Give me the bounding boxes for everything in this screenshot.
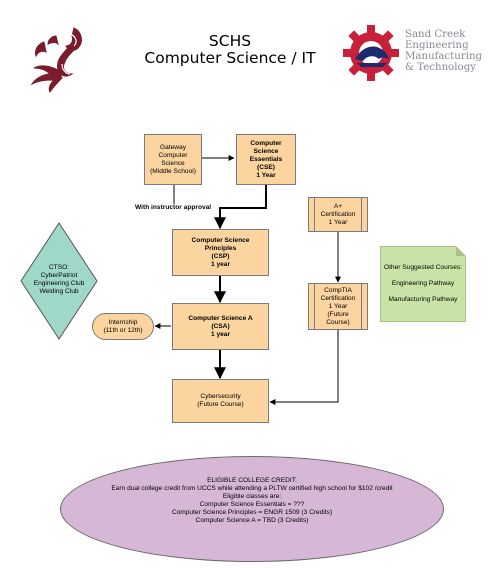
aplus-line: 1 Year [328, 218, 348, 226]
brand-line1: Sand Creek [405, 29, 466, 40]
csa-line: Computer Science A [188, 314, 253, 322]
aplus-certification-box: A+ Certification 1 Year [308, 197, 368, 232]
cse-line: (CSE) [257, 163, 275, 171]
note-fold-icon [456, 246, 466, 256]
note-item: Manufacturing Pathway [388, 296, 458, 303]
csa-line: (CSA) [211, 322, 230, 330]
page-title-line2: Computer Science / IT [144, 49, 316, 67]
note-title: Other Suggested Courses: [383, 264, 463, 271]
suggested-courses-note: Other Suggested Courses: Engineering Pat… [380, 246, 466, 322]
comptia-certification-box: CompTIA Certification 1 Year (Future Cou… [308, 283, 368, 330]
gateway-line: Computer Science [158, 151, 188, 167]
note-item: Engineering Pathway [391, 280, 455, 287]
ctso-line: Engineering Club [33, 280, 85, 287]
comptia-line: CompTIA [324, 286, 352, 294]
internship-box: Internship (11th or 12th) [92, 313, 154, 340]
csa-line: 1 year [210, 330, 231, 338]
csa-course-box: Computer Science A (CSA) 1 year [172, 303, 269, 350]
brand-line3: Manufacturing [405, 51, 483, 62]
college-credit-ellipse: ELIGIBLE COLLEGE CREDIT: Earn dual colle… [60, 456, 444, 562]
credit-heading: ELIGIBLE COLLEGE CREDIT: [207, 477, 297, 484]
credit-line: Eligible classes are: [222, 493, 282, 501]
credit-line: Computer Science A = TBD (3 Credits) [195, 517, 309, 525]
comptia-line: 1 Year [328, 302, 348, 310]
brand-line4: & Technology [405, 62, 476, 73]
comptia-line: (Future [327, 310, 349, 318]
cse-course-box: Computer Science Essentials (CSE) 1 Year [236, 134, 296, 185]
csp-course-box: Computer Science Principles (CSP) 1 year [172, 229, 269, 276]
credit-line: Earn dual college credit from UCCS while… [111, 485, 393, 493]
gateway-line: (Middle School) [150, 167, 196, 175]
aplus-line: Certification [320, 210, 356, 218]
cybersecurity-course-box: Cybersecurity (Future Course) [172, 379, 269, 423]
csp-line: (CSP) [211, 252, 230, 260]
brand-line2: Engineering [405, 40, 469, 51]
csp-line: Computer Science Principles [191, 236, 250, 252]
ctso-line: CTSO: [48, 264, 70, 271]
cse-line: Essentials [249, 155, 283, 163]
cse-line: 1 Year [256, 171, 276, 179]
ctso-line: Welding Club [39, 288, 79, 295]
ctso-text: CTSO: CyberPatriot Engineering Club Weld… [24, 264, 94, 296]
gear-logo-icon [342, 24, 400, 82]
page-title-line1: SCHS [208, 32, 252, 50]
comptia-line: Course) [326, 318, 350, 326]
csp-line: 1 year [210, 260, 231, 268]
ctso-line: CyberPatriot [40, 272, 78, 279]
cyber-line: (Future Course) [197, 401, 244, 408]
cyber-line: Cybersecurity [200, 393, 241, 400]
ctso-diamond [20, 222, 98, 340]
cse-line: Science [253, 147, 279, 155]
scorpion-logo-icon [20, 22, 92, 94]
gateway-line: Gateway [159, 143, 187, 151]
internship-line: Internship [108, 318, 138, 326]
cse-line: Computer [250, 139, 282, 147]
instructor-approval-label: With instructor approval [134, 204, 213, 212]
credit-line: Computer Science Principles = ENGR 1509 … [171, 509, 333, 517]
comptia-line: Certification [320, 294, 356, 302]
credit-line: Computer Science Essentials = ??? [199, 501, 305, 509]
internship-line: (11th or 12th) [103, 326, 143, 334]
gateway-course-box: Gateway Computer Science (Middle School) [144, 134, 202, 185]
aplus-line: A+ [333, 202, 343, 210]
